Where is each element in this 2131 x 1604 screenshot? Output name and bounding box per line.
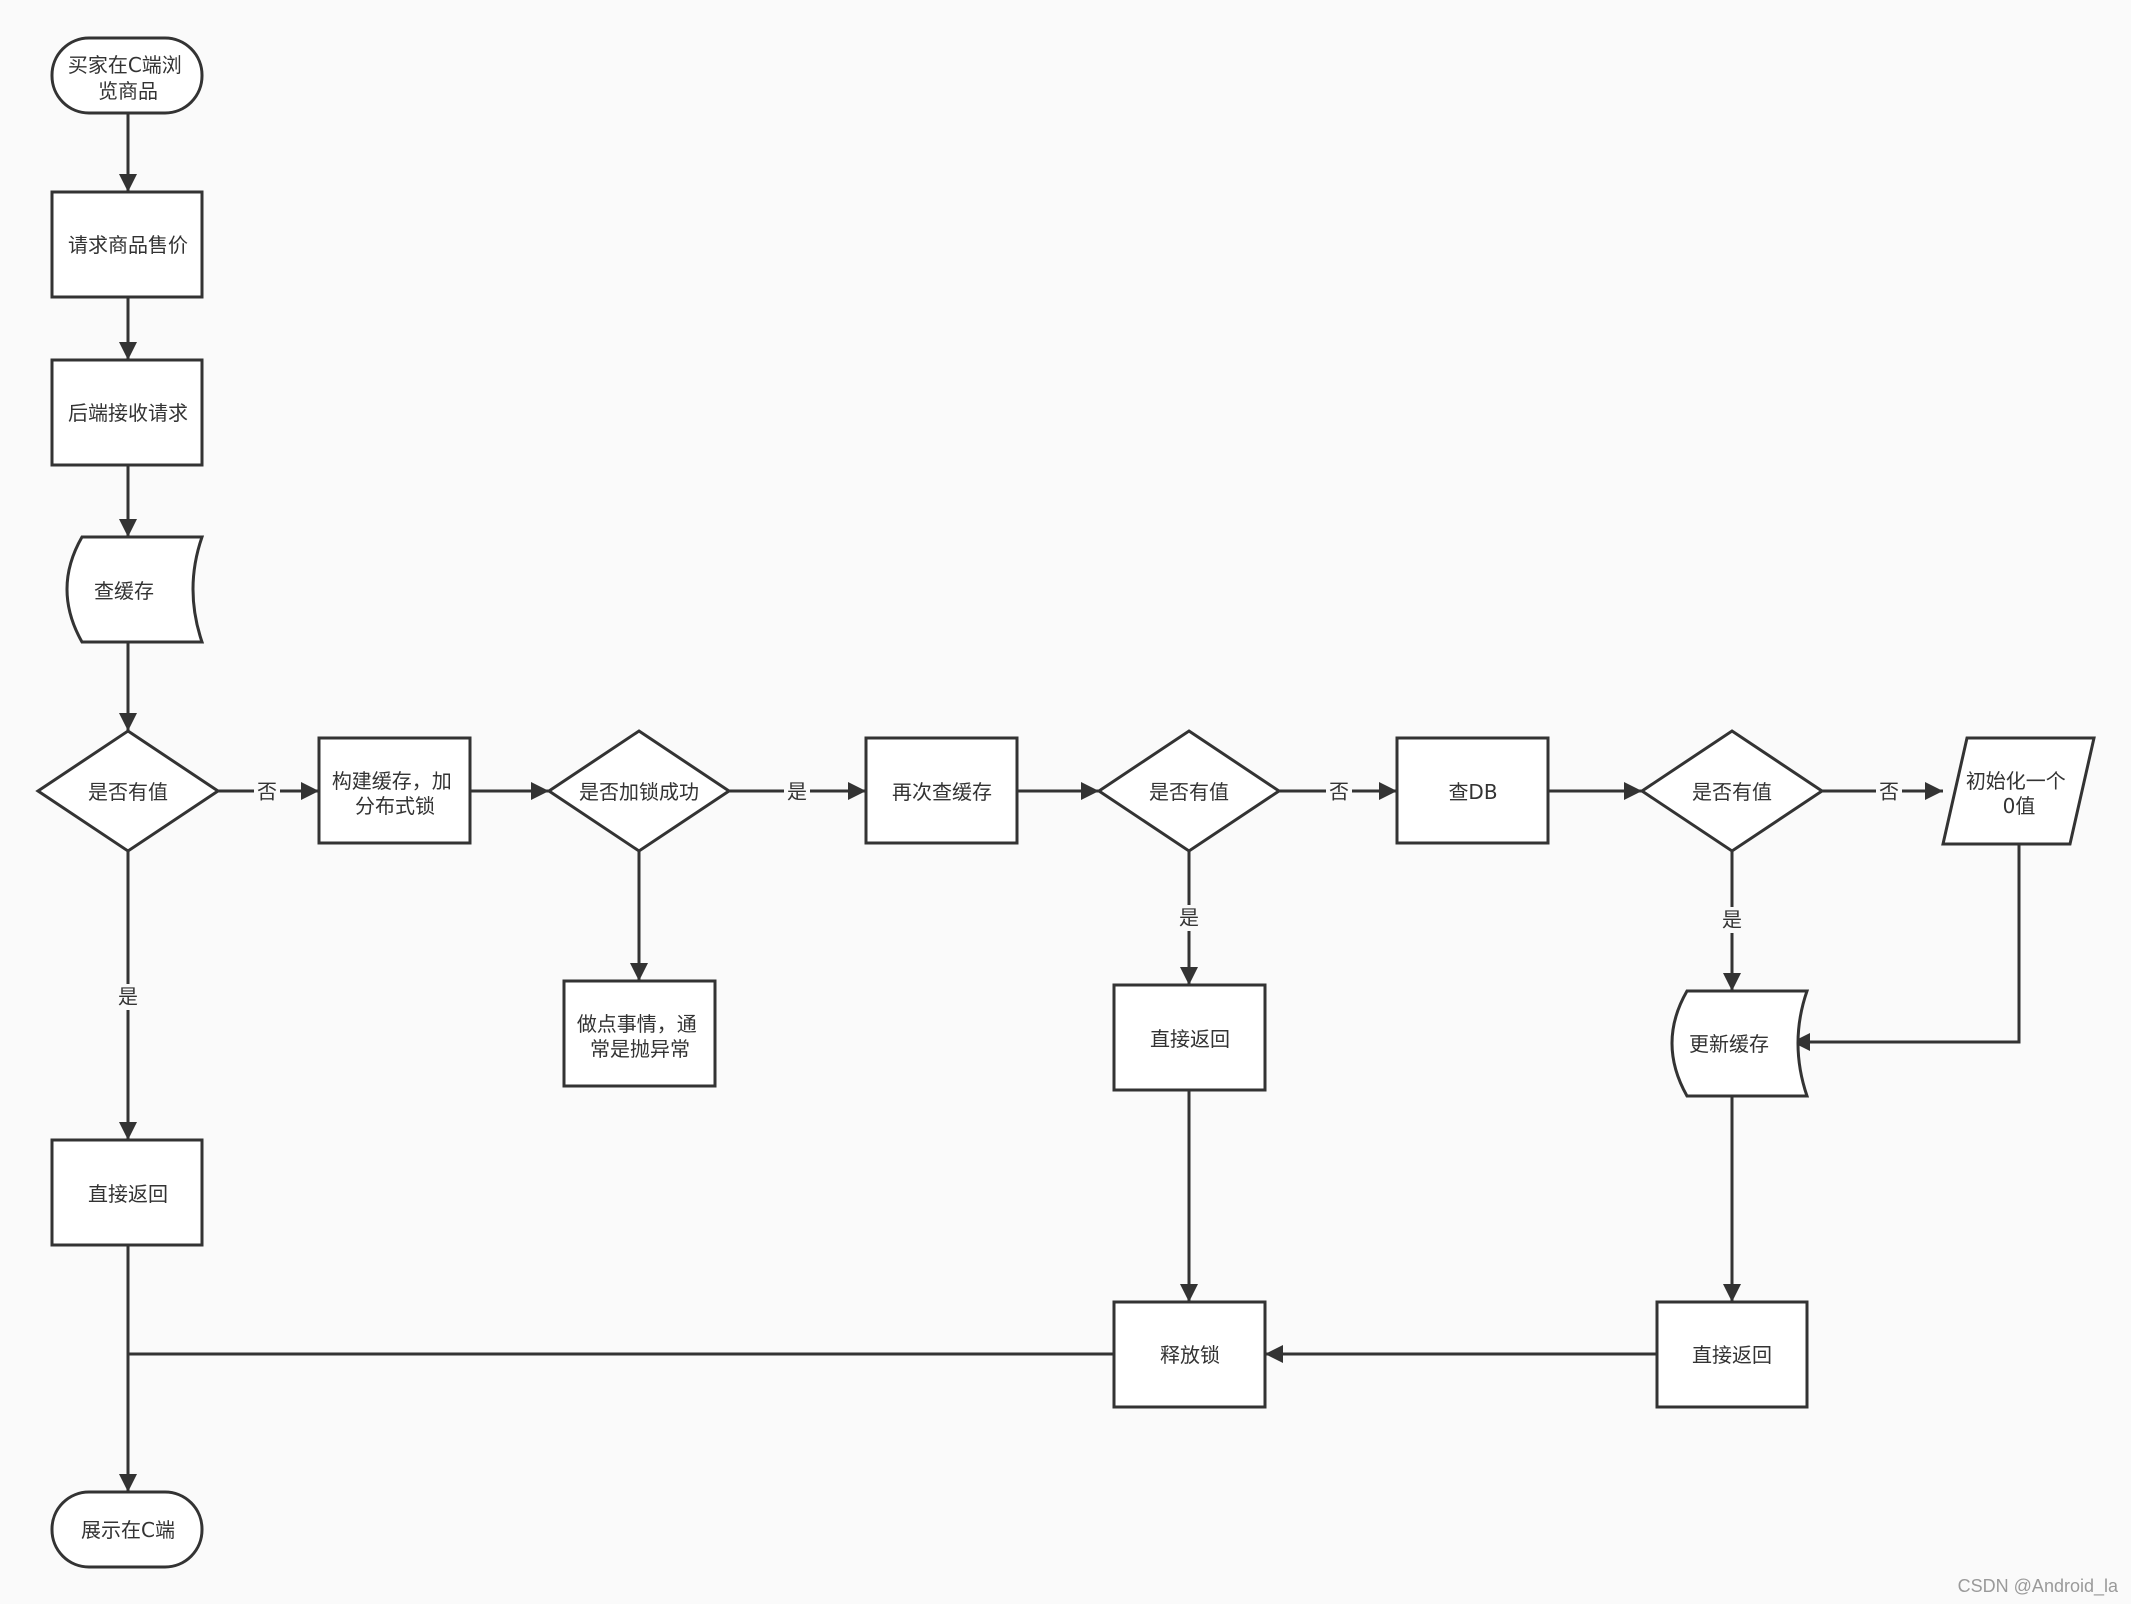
node-backend-receive: 后端接收请求 — [50, 358, 204, 467]
node-query-cache-label: 查缓存 — [94, 579, 154, 603]
node-return-1-label: 直接返回 — [88, 1182, 168, 1206]
node-query-db: 查DB — [1395, 736, 1550, 845]
node-end-label: 展示在C端 — [81, 1518, 175, 1542]
nodes: 买家在C端浏 览商品 请求商品售价 后端接收请求 查缓存 — [35, 36, 2096, 1569]
node-return-1: 直接返回 — [50, 1138, 204, 1247]
edge-label-yes: 是 — [1722, 908, 1742, 932]
svg-text:是否加锁成功: 是否加锁成功 — [579, 780, 699, 804]
node-init-zero: 初始化一个 0值 — [1941, 736, 2096, 846]
node-lock-success-label: 是否加锁成功 — [579, 780, 699, 804]
svg-text:后端接收请求: 后端接收请求 — [68, 401, 188, 425]
svg-text:是否有值: 是否有值 — [88, 780, 168, 804]
edge-label-no: 否 — [1329, 780, 1349, 804]
svg-text:直接返回: 直接返回 — [88, 1182, 168, 1206]
node-request-price-label: 请求商品售价 — [68, 233, 188, 257]
svg-text:做点事情，通 常是抛异常: 做点事情，通 常是抛异常 — [577, 1012, 703, 1061]
node-build-cache-lock-line2: 分布式锁 — [355, 794, 435, 818]
edge-label-yes: 是 — [118, 985, 138, 1009]
node-return-3: 直接返回 — [1655, 1300, 1809, 1409]
svg-text:再次查缓存: 再次查缓存 — [892, 780, 992, 804]
svg-text:查缓存: 查缓存 — [94, 579, 154, 603]
node-update-cache: 更新缓存 — [1670, 989, 1810, 1098]
svg-text:展示在C端: 展示在C端 — [81, 1518, 175, 1542]
edge-label-yes: 是 — [1179, 906, 1199, 930]
edge-init-to-update — [1792, 844, 2021, 1051]
node-do-something-line1: 做点事情，通 — [577, 1012, 697, 1036]
node-query-cache-again-label: 再次查缓存 — [892, 780, 992, 804]
node-request-price: 请求商品售价 — [50, 190, 204, 299]
node-build-cache-lock: 构建缓存，加 分布式锁 — [317, 736, 472, 845]
node-build-cache-lock-line1: 构建缓存，加 — [332, 769, 452, 793]
watermark-text: CSDN @Android_la — [1958, 1576, 2119, 1597]
node-init-zero-line2: 0值 — [2003, 794, 2036, 818]
svg-text:买家在C端浏 览商品: 买家在C端浏 览商品 — [68, 53, 188, 103]
node-release-lock-label: 释放锁 — [1160, 1343, 1220, 1367]
node-do-something: 做点事情，通 常是抛异常 — [562, 979, 717, 1088]
node-init-zero-line1: 初始化一个 — [1966, 769, 2066, 793]
edge-labels: 否 是 是 否 是 否 是 — [115, 778, 1902, 1010]
node-has-value-3: 是否有值 — [1639, 729, 1825, 853]
node-start-line2: 览商品 — [98, 79, 158, 103]
node-start: 买家在C端浏 览商品 — [50, 36, 204, 115]
svg-text:初始化一个 0值: 初始化一个 0值 — [1966, 769, 2072, 818]
node-has-value-1: 是否有值 — [35, 729, 221, 853]
node-has-value-2: 是否有值 — [1096, 729, 1282, 853]
node-start-line1: 买家在C端浏 — [68, 53, 182, 77]
svg-text:更新缓存: 更新缓存 — [1689, 1032, 1769, 1056]
edge-label-yes: 是 — [787, 780, 807, 804]
node-query-db-label: 查DB — [1448, 780, 1497, 804]
node-return-3-label: 直接返回 — [1692, 1343, 1772, 1367]
node-query-cache: 查缓存 — [65, 535, 205, 644]
node-do-something-line2: 常是抛异常 — [590, 1037, 690, 1061]
node-return-2-label: 直接返回 — [1150, 1027, 1230, 1051]
svg-text:是否有值: 是否有值 — [1692, 780, 1772, 804]
svg-text:直接返回: 直接返回 — [1150, 1027, 1230, 1051]
edge-label-no: 否 — [257, 780, 277, 804]
svg-text:构建缓存，加 分布式锁: 构建缓存，加 分布式锁 — [332, 769, 458, 818]
svg-text:直接返回: 直接返回 — [1692, 1343, 1772, 1367]
node-update-cache-label: 更新缓存 — [1689, 1032, 1769, 1056]
node-end: 展示在C端 — [50, 1490, 204, 1569]
svg-text:查DB: 查DB — [1448, 780, 1497, 804]
node-has-value-3-label: 是否有值 — [1692, 780, 1772, 804]
svg-text:是否有值: 是否有值 — [1149, 780, 1229, 804]
edge-label-no: 否 — [1879, 780, 1899, 804]
svg-text:请求商品售价: 请求商品售价 — [68, 233, 188, 257]
node-has-value-1-label: 是否有值 — [88, 780, 168, 804]
node-release-lock: 释放锁 — [1112, 1300, 1267, 1409]
node-return-2: 直接返回 — [1112, 983, 1267, 1092]
node-backend-receive-label: 后端接收请求 — [68, 401, 188, 425]
node-has-value-2-label: 是否有值 — [1149, 780, 1229, 804]
svg-text:释放锁: 释放锁 — [1160, 1343, 1220, 1367]
node-query-cache-again: 再次查缓存 — [864, 736, 1019, 845]
node-lock-success: 是否加锁成功 — [546, 729, 732, 853]
